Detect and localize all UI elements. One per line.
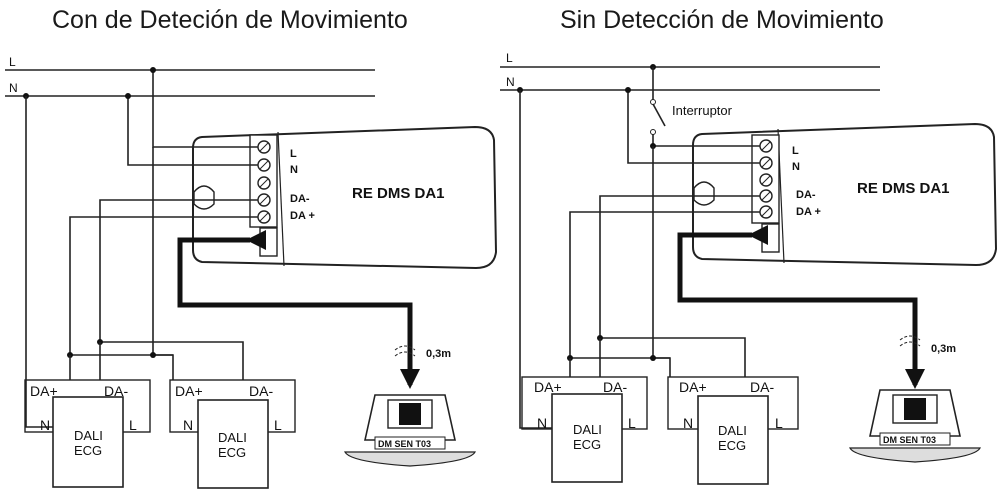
ecg-unit-2: DA+ DA- N L DALI ECG (169, 379, 296, 489)
ecg2-da-minus: DA- (249, 383, 273, 399)
terminal-screws (257, 140, 271, 224)
terminal-n-label-right: N (792, 161, 800, 173)
ecg1-line2: ECG (74, 443, 102, 458)
cable-clamp (193, 185, 215, 210)
right-diagram: L N L N DA- DA + RE D (500, 51, 998, 485)
ecg2-line2: ECG (218, 445, 246, 460)
ecg3-da-plus: DA+ (534, 379, 562, 395)
ecg3-line1: DALI (573, 422, 602, 437)
ecg-unit-3: DA+ DA- N L DALI ECG (521, 338, 648, 483)
ecg3-da-minus: DA- (603, 379, 627, 395)
terminal-da-minus-label: DA- (290, 193, 310, 205)
ecg-unit-1: DA+ DA- N L DALI ECG (24, 342, 151, 488)
terminal-da-plus-label: DA + (290, 210, 315, 222)
sensor-port (259, 227, 278, 257)
ecg4-l: L (775, 415, 783, 431)
sensor-model-label: DM SEN T03 (378, 439, 431, 449)
ecg2-l: L (274, 417, 282, 433)
switch: Interruptor (650, 64, 733, 135)
neutral-label: N (9, 81, 18, 95)
ecg1-line1: DALI (74, 428, 103, 443)
ecg2-da-plus: DA+ (175, 383, 203, 399)
ecg1-da-plus: DA+ (30, 383, 58, 399)
left-diagram: L N L N DA- (5, 55, 498, 489)
motion-sensor-right: DM SEN T03 (849, 389, 981, 463)
neutral-label-right: N (506, 75, 515, 89)
driver-model-label: RE DMS DA1 (352, 185, 445, 202)
cable-length-label-right: 0,3m (931, 343, 956, 355)
ecg4-da-plus: DA+ (679, 379, 707, 395)
title-with-motion-detection: Con de Deteción de Movimiento (52, 6, 408, 34)
ecg2-n: N (183, 417, 193, 433)
driver-module: L N DA- DA + RE DMS DA1 (192, 125, 498, 270)
terminal-da-plus-label-right: DA + (796, 206, 821, 218)
ecg1-n: N (40, 417, 50, 433)
terminal-l-label: L (290, 148, 297, 160)
sensor-port-right (761, 223, 780, 253)
switch-label: Interruptor (672, 103, 733, 118)
ecg4-line1: DALI (718, 423, 747, 438)
cable-length-label: 0,3m (426, 348, 451, 360)
ecg1-da-minus: DA- (104, 383, 128, 399)
ecg2-line1: DALI (218, 430, 247, 445)
ecg-unit-4: DA+ DA- N L DALI ECG (667, 376, 799, 485)
ecg1-l: L (129, 417, 137, 433)
sensor-model-label-right: DM SEN T03 (883, 435, 936, 445)
live-label-right: L (506, 51, 513, 65)
title-without-motion-detection: Sin Detección de Movimiento (560, 6, 884, 34)
ecg3-line2: ECG (573, 437, 601, 452)
live-label: L (9, 55, 16, 69)
driver-module-right: L N DA- DA + RE DMS DA1 (692, 122, 998, 267)
terminal-n-label: N (290, 164, 298, 176)
ecg4-n: N (683, 415, 693, 431)
driver-model-label-right: RE DMS DA1 (857, 180, 950, 197)
ecg4-line2: ECG (718, 438, 746, 453)
terminal-da-minus-label-right: DA- (796, 189, 816, 201)
ecg4-da-minus: DA- (750, 379, 774, 395)
terminal-l-label-right: L (792, 145, 799, 157)
ecg3-n: N (537, 415, 547, 431)
ecg3-l: L (628, 415, 636, 431)
motion-sensor: DM SEN T03 (344, 394, 476, 467)
